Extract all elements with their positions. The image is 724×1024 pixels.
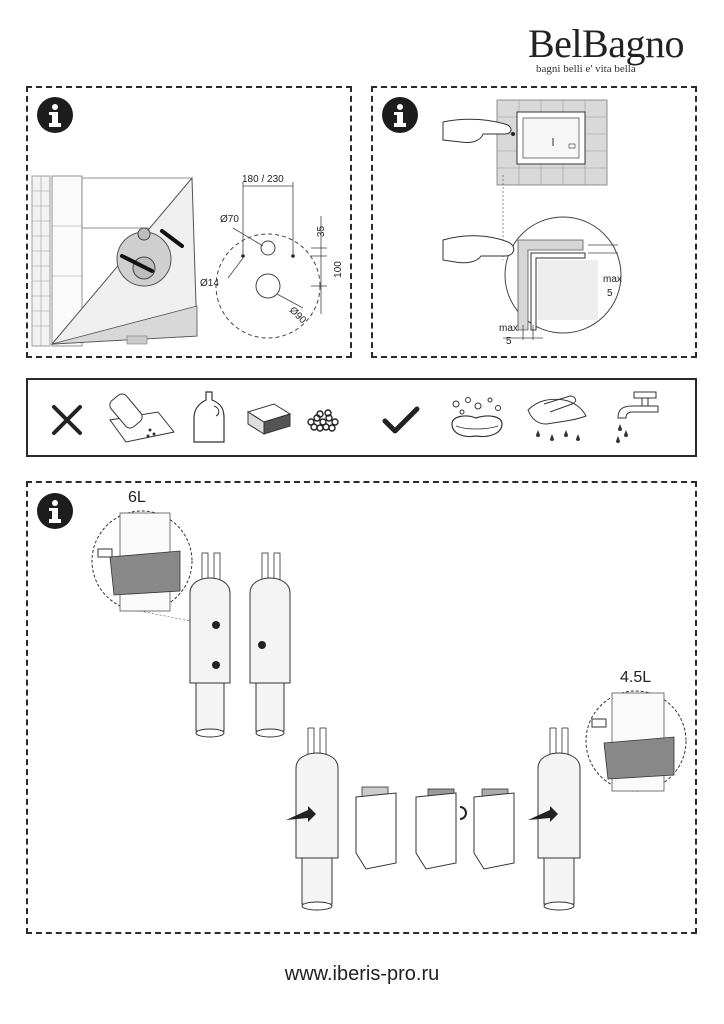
- dimension-dia70-label: Ø70: [220, 214, 239, 225]
- float-part-3: [473, 788, 515, 870]
- abrasive-powder-icon: [109, 393, 175, 443]
- dimension-spacing-label: 180 / 230: [242, 174, 284, 185]
- dimension-35-label: 35: [316, 225, 328, 238]
- check-icon: [382, 406, 420, 434]
- brand-tagline: bagni belli e' vita bella: [536, 63, 636, 75]
- cleaning-instructions-strip: [26, 378, 697, 457]
- info-icon: [37, 97, 73, 133]
- flush-valve-front: [189, 552, 231, 738]
- flush-valve-back: [249, 552, 291, 738]
- gap-detail-illustration: [442, 175, 622, 340]
- max-right-label: max: [603, 274, 622, 285]
- flush-plate-illustration: [496, 99, 608, 186]
- zoom-detail-4-5l: [585, 690, 687, 792]
- max-bottom-value: 5: [506, 336, 512, 347]
- hand-press-icon: [442, 118, 515, 143]
- panel-flush-volume: 6L 4.5L: [26, 481, 697, 934]
- float-part-2: [415, 788, 467, 870]
- dimension-100-label: 100: [332, 261, 344, 278]
- flush-valve-adjust-right: [528, 727, 581, 911]
- soft-cloth-icon: [527, 395, 587, 441]
- cross-icon: [52, 405, 82, 435]
- panel-button-gap: max 5 max 5: [371, 86, 697, 358]
- info-icon: [37, 493, 73, 529]
- scouring-sponge-icon: [246, 403, 292, 435]
- flush-valve-adjust-left: [286, 727, 339, 911]
- soap-sponge-icon: [451, 397, 503, 438]
- volume-eco-label: 4.5L: [620, 669, 652, 686]
- steel-wool-icon: [307, 409, 339, 432]
- max-bottom-label: max: [499, 323, 518, 334]
- max-right-value: 5: [607, 288, 613, 299]
- info-icon: [382, 97, 418, 133]
- hole-dimension-diagram: [215, 182, 327, 339]
- chemical-bottle-icon: [193, 391, 225, 443]
- dimension-dia14-label: Ø14: [200, 278, 219, 289]
- brand-logo: BelBagno bagni belli e' vita bella: [528, 24, 703, 76]
- brand-name: BelBagno: [528, 21, 684, 66]
- volume-full-label: 6L: [128, 489, 146, 506]
- float-part-1: [355, 786, 397, 870]
- water-tap-icon: [616, 391, 659, 443]
- zoom-detail-6l: [91, 510, 221, 628]
- footer-url[interactable]: www.iberis-pro.ru: [284, 963, 440, 985]
- panel-installation-dimensions: 180 / 230 Ø70 Ø14 Ø90 35 100: [26, 86, 352, 358]
- wall-frame-illustration: [31, 175, 198, 347]
